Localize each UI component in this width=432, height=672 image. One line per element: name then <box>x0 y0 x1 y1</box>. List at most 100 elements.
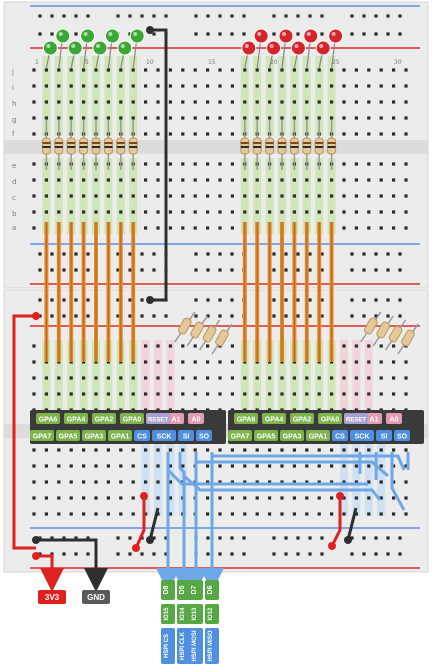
hole <box>268 178 272 182</box>
hole <box>181 464 185 468</box>
rail-hole <box>194 268 198 272</box>
hole <box>218 162 222 166</box>
chip-pin-label: CS <box>137 434 147 441</box>
hole <box>168 68 172 72</box>
hole <box>305 480 309 484</box>
row-letter: e <box>12 162 16 170</box>
rail-hole <box>50 32 54 36</box>
rail-hole <box>242 14 246 18</box>
hole <box>379 392 383 396</box>
resistor-band <box>290 142 299 144</box>
hole <box>268 116 272 120</box>
hole <box>168 162 172 166</box>
chip-pin <box>234 413 258 424</box>
hole <box>144 84 148 88</box>
hole <box>230 496 234 500</box>
strip-highlight <box>104 340 113 410</box>
rail-hole <box>152 14 156 18</box>
hole <box>106 448 110 452</box>
hole <box>168 512 172 516</box>
hole <box>392 226 396 230</box>
hole <box>354 68 358 72</box>
hole <box>44 178 48 182</box>
hole <box>230 376 234 380</box>
led-shine <box>306 32 311 36</box>
hole <box>243 496 247 500</box>
rail-hole <box>272 298 276 302</box>
rail-hole <box>242 32 246 36</box>
wire-end <box>146 296 154 304</box>
hole <box>57 84 61 88</box>
hole <box>156 100 160 104</box>
rail-hole <box>230 552 234 556</box>
rail-hole <box>152 314 156 318</box>
strip-highlight <box>340 440 348 516</box>
hole <box>206 464 210 468</box>
rail-hole <box>116 252 120 256</box>
hole <box>119 448 123 452</box>
chip-pin <box>262 413 286 424</box>
hole <box>106 392 110 396</box>
hole <box>119 512 123 516</box>
resistor-band <box>278 142 286 144</box>
hole <box>69 210 73 214</box>
rail-hole <box>218 536 222 540</box>
hole <box>379 480 383 484</box>
hole <box>181 448 185 452</box>
hole <box>342 512 346 516</box>
hole <box>206 194 210 198</box>
chip-pin <box>332 430 348 441</box>
hole <box>305 100 309 104</box>
hole <box>292 178 296 182</box>
hole <box>144 448 148 452</box>
tag-3v3-label: 3V3 <box>45 593 60 602</box>
hole <box>206 226 210 230</box>
chip-pin-label: A1 <box>172 417 181 424</box>
led <box>80 28 96 44</box>
hole <box>144 178 148 182</box>
column-number: 30 <box>394 59 402 66</box>
hole <box>119 178 123 182</box>
rail-hole <box>74 14 78 18</box>
hole <box>82 464 86 468</box>
hole <box>367 116 371 120</box>
hole <box>305 68 309 72</box>
led-shine <box>257 32 262 36</box>
chip-pin-label: GPA3 <box>283 434 302 441</box>
esp-d-label: D8 <box>163 585 170 594</box>
resistor-row <box>41 120 337 170</box>
resistor-body <box>363 317 378 335</box>
rail-hole <box>152 32 156 36</box>
hole <box>342 100 346 104</box>
rail-hole <box>74 32 78 36</box>
hole <box>168 392 172 396</box>
hole <box>230 480 234 484</box>
hole <box>230 360 234 364</box>
strip-highlight <box>129 56 138 136</box>
hole <box>317 448 321 452</box>
hole <box>367 84 371 88</box>
hole <box>255 68 259 72</box>
hole <box>119 210 123 214</box>
hole <box>330 68 334 72</box>
hole <box>404 68 408 72</box>
chip-pin-label: GPA0 <box>321 417 340 424</box>
rail-hole <box>230 252 234 256</box>
hole <box>94 210 98 214</box>
resistor-band <box>79 146 88 148</box>
hole <box>230 464 234 468</box>
hole <box>218 100 222 104</box>
hole <box>342 162 346 166</box>
rail-hole <box>284 268 288 272</box>
hole <box>82 480 86 484</box>
strip-highlight <box>302 56 311 136</box>
chip-pin <box>306 430 330 441</box>
resistor-band <box>116 146 125 148</box>
hole <box>379 360 383 364</box>
hole <box>392 512 396 516</box>
rail-hole <box>386 552 390 556</box>
hole <box>218 376 222 380</box>
rail-hole <box>320 536 324 540</box>
hole <box>106 512 110 516</box>
hole <box>354 178 358 182</box>
